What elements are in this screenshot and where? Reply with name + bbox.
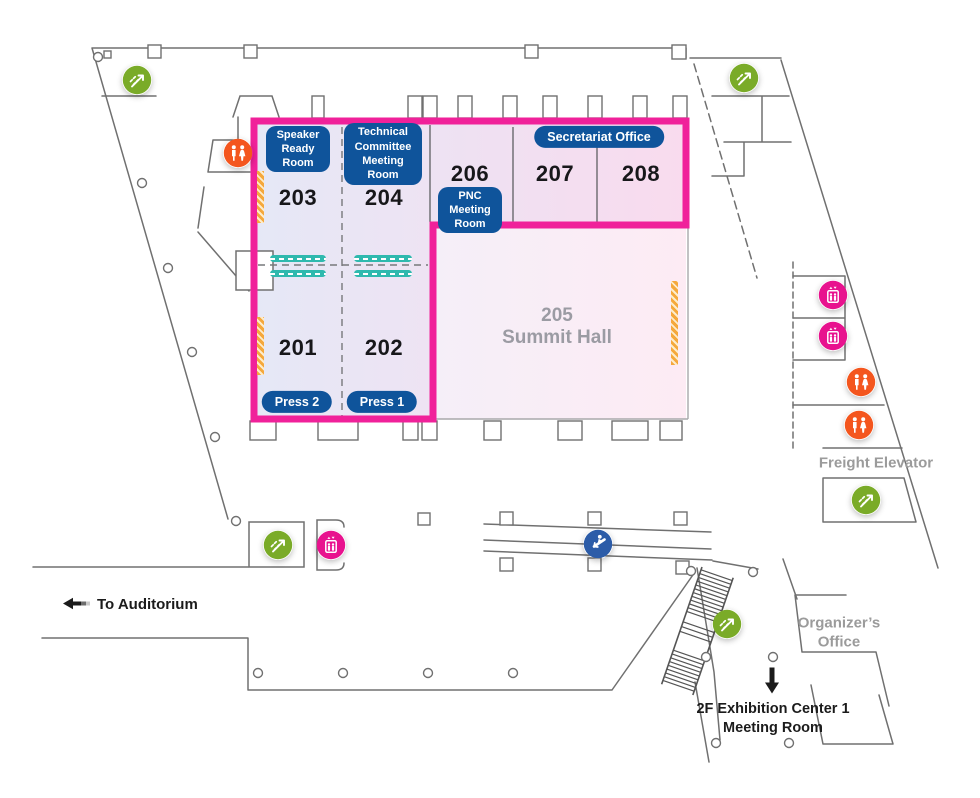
escalator-icon [729, 63, 759, 93]
highlight-outline [250, 117, 690, 423]
partition-bar [354, 270, 412, 277]
badge-pnc-meeting-room: PNC Meeting Room [438, 187, 502, 233]
badge-speaker-ready-room: Speaker Ready Room [266, 126, 330, 172]
partition-bar [354, 255, 412, 262]
building-walls [32, 47, 939, 763]
restroom-icon [223, 138, 253, 168]
escalator-icon [712, 609, 742, 639]
fire-shutter [257, 171, 264, 223]
exhibition-center-label: 2F Exhibition Center 1 Meeting Room [696, 701, 850, 736]
elevator-icon [818, 321, 848, 351]
accessible-ramp-icon [583, 529, 613, 559]
room-number-208: 208 [621, 161, 661, 186]
restroom-icon [846, 367, 876, 397]
partition-bar [270, 270, 326, 277]
to-auditorium-label: To Auditorium [97, 596, 198, 613]
elevator-icon [316, 530, 346, 560]
room-number-207: 207 [535, 161, 575, 186]
fire-shutter [257, 317, 264, 375]
room-number-203: 203 [278, 185, 318, 210]
fire-shutter [671, 281, 678, 365]
partition-bar [270, 255, 326, 262]
badge-press-1: Press 1 [346, 390, 418, 414]
escalator-icon [851, 485, 881, 515]
restroom-icon [844, 410, 874, 440]
organizers-office-label: Organizer’s Office [797, 614, 881, 650]
room-number-202: 202 [364, 335, 404, 360]
to-auditorium-arrow-icon [62, 596, 92, 616]
escalator-icon [122, 65, 152, 95]
hall-borders [434, 228, 689, 420]
elevator-icon [818, 280, 848, 310]
summit-hall-label: Summit Hall [502, 327, 612, 348]
room-number-205: 205 [541, 305, 573, 326]
badge-secretariat-office: Secretariat Office [534, 125, 664, 149]
freight-elevator-label: Freight Elevator [818, 454, 934, 472]
badge-press-2: Press 2 [261, 390, 333, 414]
room-number-204: 204 [364, 185, 404, 210]
escalator-icon [263, 530, 293, 560]
room-number-201: 201 [278, 335, 318, 360]
columns [92, 44, 795, 749]
escalator-stairs [660, 566, 734, 696]
room-number-206: 206 [450, 161, 490, 186]
down-arrow-icon [763, 667, 781, 702]
badge-technical-committee: Technical Committee Meeting Room [344, 123, 422, 185]
